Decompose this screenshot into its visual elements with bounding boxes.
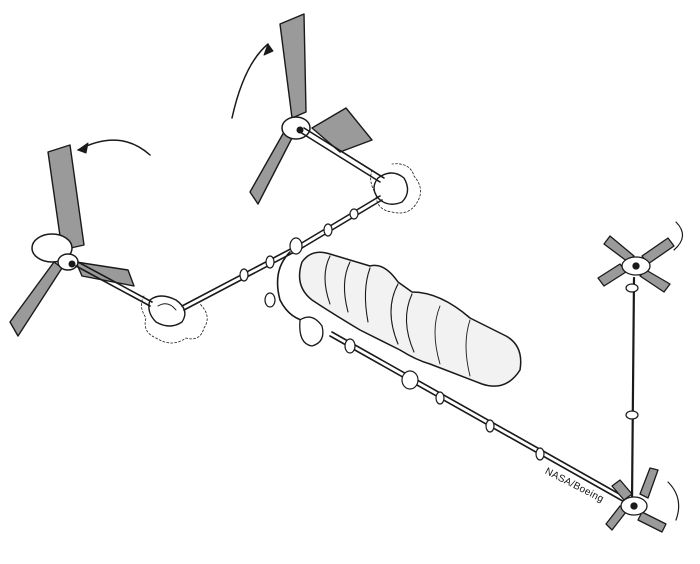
center-rotor-blade-up — [279, 13, 307, 119]
left-rotor — [9, 139, 208, 344]
left-rotor-blade-down — [9, 261, 63, 337]
lower-right-rotor — [605, 467, 680, 533]
center-rotor-blade-down — [249, 131, 293, 205]
engine — [298, 251, 522, 387]
center-rotor — [231, 13, 421, 214]
left-rotor-blade-up — [47, 144, 85, 251]
lower-rotor-blade-1 — [611, 479, 633, 501]
small-tail-rotor — [597, 221, 684, 293]
lower-rotor-blade-2 — [639, 467, 659, 499]
lower-rotor-blade-4 — [637, 511, 667, 533]
shaft-couplings — [239, 208, 639, 461]
